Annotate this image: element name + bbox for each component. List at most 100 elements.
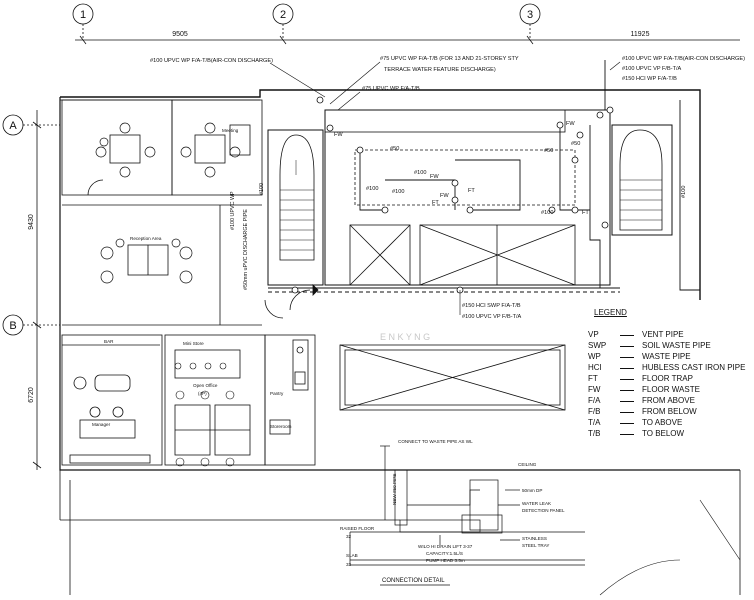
legend-row: F/A FROM ABOVE xyxy=(588,396,748,407)
callout-2a: #75 UPVC WP F/A-T/B (FOR 13 AND 21-STORE… xyxy=(380,56,519,62)
legend-desc: SOIL WASTE PIPE xyxy=(642,341,711,350)
legend-dash xyxy=(620,423,634,424)
detail-leak-1: WATER LEAK xyxy=(522,501,552,506)
legend-desc: FROM BELOW xyxy=(642,407,697,416)
legend-title: LEGEND xyxy=(594,308,627,317)
pipe-tag-100-v: #100 xyxy=(681,186,687,198)
legend-abbr: VP xyxy=(588,330,599,339)
detail-new-pipe: NEW #50 PIPE xyxy=(392,474,397,505)
legend-desc: FLOOR TRAP xyxy=(642,374,693,383)
detail-tray-1: STAINLESS xyxy=(522,536,547,541)
dim-11925: 11925 xyxy=(631,31,650,38)
pipe-tag-fw-3: FW xyxy=(440,193,449,199)
pipe-tag-50-2: #50 xyxy=(544,148,553,154)
legend-desc: VENT PIPE xyxy=(642,330,684,339)
room-bar: BAR xyxy=(104,339,114,344)
detail-pump-2: CAPACITY:1.5L/S xyxy=(426,551,463,556)
pipe-tag-fw-1: FW xyxy=(334,132,343,138)
legend-dash xyxy=(620,379,634,380)
legend-desc: WASTE PIPE xyxy=(642,352,691,361)
legend-abbr: WP xyxy=(588,352,601,361)
room-open-office: Open Office xyxy=(193,383,218,388)
callout-1: #100 UPVC WP F/A-T/B(AIR-CON DISCHARGE) xyxy=(150,58,273,64)
room-open-office-sub: (4P) xyxy=(198,391,207,396)
pipe-tag-50-1: #50 xyxy=(390,146,399,152)
callout-7: #150 HCI SWP F/A-T/B xyxy=(462,303,521,309)
room-pantry: Pantry xyxy=(270,391,284,396)
legend-row: F/B FROM BELOW xyxy=(588,407,748,418)
legend-desc: FLOOR WASTE xyxy=(642,385,700,394)
callout-6: #150 HCI WP F/A-T/B xyxy=(622,76,677,82)
detail-slab-dim: 32 xyxy=(346,562,352,567)
legend-desc: HUBLESS CAST IRON PIPE xyxy=(642,363,746,372)
detail-tray-2: STEEL TRAY xyxy=(522,543,550,548)
legend-row: FW FLOOR WASTE xyxy=(588,385,748,396)
watermark: E N K Y N G xyxy=(380,332,430,342)
pipe-tag-ft-3: FT xyxy=(582,210,589,216)
legend-abbr: HCI xyxy=(588,363,602,372)
pipe-tag-100-4: #100 xyxy=(541,210,553,216)
detail-slab: SLAB xyxy=(346,553,358,558)
legend-dash xyxy=(620,346,634,347)
legend-dash xyxy=(620,390,634,391)
grid-label-2: 2 xyxy=(280,9,286,21)
vertical-label-2: #50mm uPVC DISCHARGE PIPE xyxy=(243,209,249,290)
grid-label-1: 1 xyxy=(80,9,86,21)
legend-dash xyxy=(620,401,634,402)
dim-9505: 9505 xyxy=(172,31,188,38)
legend-row: VP VENT PIPE xyxy=(588,330,748,341)
detail-title: CONNECTION DETAIL xyxy=(382,578,445,584)
grid-label-B: B xyxy=(9,320,16,332)
callout-4: #100 UPVC WP F/A-T/B(AIR-CON DISCHARGE) xyxy=(622,56,745,62)
pipe-tag-ft-2: FT xyxy=(432,200,439,206)
detail-pump-3: PUMP HEAD 3.5m xyxy=(426,558,465,563)
pipe-tag-100-2: #100 xyxy=(414,170,426,176)
legend-row: HCI HUBLESS CAST IRON PIPE xyxy=(588,363,748,374)
legend-desc: TO ABOVE xyxy=(642,418,683,427)
detail-raised-floor: RAISED FLOOR xyxy=(340,526,375,531)
legend-dash xyxy=(620,335,634,336)
legend-dash xyxy=(620,412,634,413)
dim-9430: 9430 xyxy=(28,214,35,230)
grid-label-3: 3 xyxy=(527,9,533,21)
detail-leak-2: DETECTION PANEL xyxy=(522,508,565,513)
room-meeting: Meeting xyxy=(222,128,239,133)
legend-dash xyxy=(620,357,634,358)
detail-pump-1: WILO HI DRAIN LIFT 3-37 xyxy=(418,544,473,549)
legend-abbr: FW xyxy=(588,385,601,394)
legend-abbr: SWP xyxy=(588,341,607,350)
room-reception: Reception Area xyxy=(130,236,162,241)
legend-abbr: F/B xyxy=(588,407,601,416)
grid-label-A: A xyxy=(9,120,17,132)
callout-2b: TERRACE WATER FEATURE DISCHARGE) xyxy=(384,67,496,73)
room-mini-store: Mini Store xyxy=(183,341,204,346)
pipe-tag-100-3: #100 xyxy=(392,189,404,195)
legend-row: SWP SOIL WASTE PIPE xyxy=(588,341,748,352)
vertical-label-3: #100 xyxy=(259,183,265,195)
detail-connect-note: CONNECT TO WASTE PIPE AS WL xyxy=(398,439,473,444)
room-manager: Manager xyxy=(92,422,111,427)
legend-row: T/B TO BELOW xyxy=(588,429,748,440)
legend-abbr: T/A xyxy=(588,418,601,427)
legend-row: WP WASTE PIPE xyxy=(588,352,748,363)
detail-ceiling: CEILING xyxy=(518,462,537,467)
callout-8: #100 UPVC VP F/B-T/A xyxy=(462,314,522,320)
pipe-tag-fw-2: FW xyxy=(430,174,439,180)
legend-abbr: F/A xyxy=(588,396,601,405)
pipe-tag-100-1: #100 xyxy=(366,186,378,192)
legend-row: T/A TO ABOVE xyxy=(588,418,748,429)
legend-dash xyxy=(620,434,634,435)
callout-5: #100 UPVC VP F/B-T/A xyxy=(622,66,682,72)
pipe-tag-50-3: #50 xyxy=(571,141,580,147)
legend-desc: TO BELOW xyxy=(642,429,685,438)
dim-6720: 6720 xyxy=(28,387,35,403)
legend-desc: FROM ABOVE xyxy=(642,396,695,405)
detail-raised-floor-dim: 32 xyxy=(346,534,352,539)
callout-3: #75 UPVC WP F/A-T/B xyxy=(362,86,420,92)
room-storeroom: Storeroom xyxy=(270,424,292,429)
pipe-tag-fw-4: FW xyxy=(566,121,575,127)
legend-abbr: T/B xyxy=(588,429,601,438)
